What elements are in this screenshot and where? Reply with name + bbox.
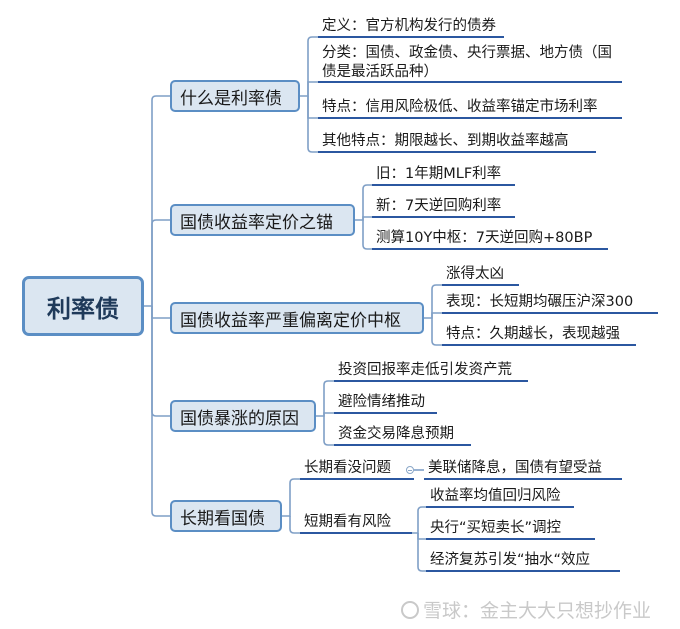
leaf-rate-cut-trade[interactable]: 资金交易降息预期 xyxy=(338,426,454,442)
leaf-classification[interactable]: 分类：国债、政金债、央行票据、地方债（国债是最活跃品种） xyxy=(322,45,612,80)
leaf-definition[interactable]: 定义：官方机构发行的债券 xyxy=(322,18,496,34)
leaf-new-anchor[interactable]: 新：7天逆回购利率 xyxy=(376,198,502,214)
branch-node-2[interactable]: 国债收益率定价之锚 xyxy=(170,204,355,236)
leaf-features[interactable]: 特点：信用风险极低、收益率锚定市场利率 xyxy=(322,99,598,115)
watermark: 雪球：金主大大只想抄作业 xyxy=(401,596,651,623)
leaf-rose-too-much[interactable]: 涨得太凶 xyxy=(446,266,504,282)
collapse-toggle-icon[interactable] xyxy=(406,466,414,474)
sub-node-short-term[interactable]: 短期看有风险 xyxy=(304,514,391,530)
branch-node-4[interactable]: 国债暴涨的原因 xyxy=(170,400,316,432)
leaf-recovery-effect[interactable]: 经济复苏引发“抽水“效应 xyxy=(430,552,591,568)
sub-node-long-term[interactable]: 长期看没问题 xyxy=(304,460,391,476)
leaf-old-anchor[interactable]: 旧：1年期MLF利率 xyxy=(376,166,502,182)
branch-node-5[interactable]: 长期看国债 xyxy=(170,500,282,532)
branch-node-3[interactable]: 国债收益率严重偏离定价中枢 xyxy=(170,302,424,334)
leaf-performance[interactable]: 表现：长短期均碾压沪深300 xyxy=(446,294,634,310)
leaf-other-features[interactable]: 其他特点：期限越长、到期收益率越高 xyxy=(322,133,569,149)
watermark-text: 雪球：金主大大只想抄作业 xyxy=(423,600,652,622)
leaf-10y-center[interactable]: 测算10Y中枢：7天逆回购+80BP xyxy=(376,230,593,246)
root-node[interactable]: 利率债 xyxy=(22,276,144,336)
leaf-risk-aversion[interactable]: 避险情绪推动 xyxy=(338,394,425,410)
leaf-asset-shortage[interactable]: 投资回报率走低引发资产荒 xyxy=(338,362,512,378)
leaf-mean-reversion[interactable]: 收益率均值回归风险 xyxy=(430,488,561,504)
snowball-logo-icon xyxy=(401,601,419,619)
leaf-pboc-control[interactable]: 央行“买短卖长”调控 xyxy=(430,520,562,536)
leaf-duration-feature[interactable]: 特点：久期越长，表现越强 xyxy=(446,326,620,342)
leaf-fed-rate-cut[interactable]: 美联储降息，国债有望受益 xyxy=(428,460,602,476)
branch-node-1[interactable]: 什么是利率债 xyxy=(170,80,300,112)
